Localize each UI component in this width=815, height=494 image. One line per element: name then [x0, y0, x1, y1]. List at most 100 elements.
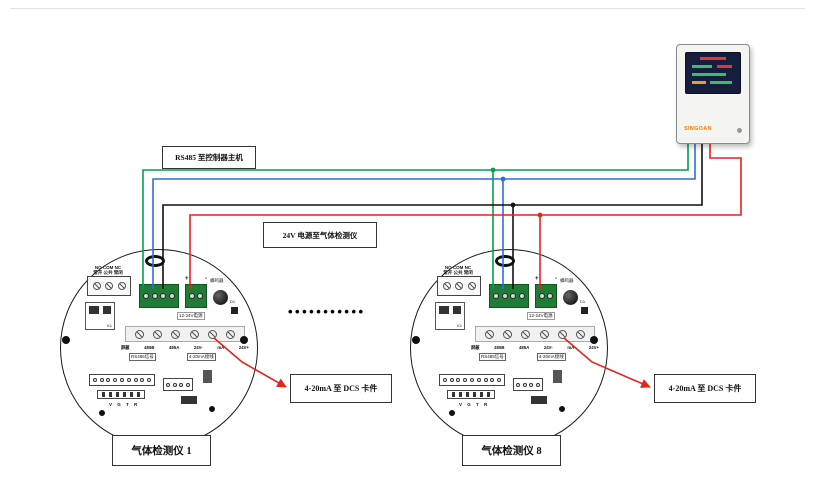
screw-terminal	[171, 329, 181, 339]
pin	[126, 378, 131, 382]
terminal-strip	[475, 326, 595, 342]
pin	[147, 378, 152, 382]
terminal-strip	[125, 326, 245, 342]
power-polarity-label: + -	[185, 276, 207, 282]
screw-terminal	[160, 293, 167, 299]
cable-entry-slot	[495, 255, 515, 267]
relay-terminal-labels: NO COM NC 常开 公共 常闭	[433, 265, 483, 275]
ic-chip	[181, 396, 197, 404]
d1-component	[581, 307, 588, 314]
terminal-label: 485A	[169, 345, 180, 350]
display-segment	[692, 65, 712, 68]
continuation-dots: •••••••••••	[288, 304, 366, 319]
screw-terminal	[519, 293, 526, 299]
pin	[172, 382, 177, 387]
pin	[140, 378, 145, 382]
gas-detector-8-board: NO COM NC 常开 公共 常闭 K1 + - 蜂鸣器 D1 12-24V电…	[410, 249, 608, 447]
screw-terminal	[538, 293, 545, 299]
ma-group-label: 4-20mA接线	[537, 353, 566, 361]
small-connector	[513, 378, 543, 391]
screw-terminal	[510, 293, 517, 299]
terminal-label: mA	[217, 345, 225, 350]
dip-component	[97, 390, 145, 399]
rs485-group-label: RS485信号	[129, 353, 156, 361]
ma-group-label: 4-20mA接线	[187, 353, 216, 361]
screw-terminal	[503, 329, 513, 339]
display-segment	[710, 81, 732, 84]
power-connector-label: 12-24V电源	[177, 312, 205, 320]
buzzer	[213, 290, 228, 305]
gas-alarm-controller: SINGOAN	[676, 44, 750, 144]
pin	[456, 378, 461, 382]
pin	[463, 378, 468, 382]
relay-terminal-block	[87, 276, 131, 296]
screw-terminal	[188, 293, 195, 299]
pin	[459, 392, 462, 397]
pin	[522, 382, 527, 387]
detector-8-caption: 气体检测仪 8	[462, 435, 561, 466]
pin-connector	[439, 374, 505, 386]
relay-terminal-labels: NO COM NC 常开 公共 常闭	[83, 265, 133, 275]
mounting-hole	[62, 336, 70, 344]
terminal-label: mA	[567, 345, 575, 350]
panel-lock	[737, 128, 742, 133]
pin	[535, 382, 540, 387]
pin	[109, 392, 112, 397]
screw-terminal	[501, 293, 508, 299]
pin	[480, 392, 483, 397]
mounting-hole	[99, 410, 105, 416]
gas-detector-1-board: NO COM NC 常开 公共 常闭 K1 + - 蜂鸣器 D1 12-24V电…	[60, 249, 258, 447]
junction-dot-red	[537, 212, 543, 218]
ic-chip	[553, 370, 562, 383]
junction-dot-black	[510, 202, 516, 208]
screw-terminal	[197, 293, 204, 299]
buzzer-label: 蜂鸣器	[560, 278, 574, 283]
relay-k1-label: K1	[457, 323, 462, 328]
terminal-labels-row: 屏蔽 485B 485A 24V- mA 24V+	[121, 345, 249, 351]
detector-1-caption: 气体检测仪 1	[112, 435, 211, 466]
pin	[473, 392, 476, 397]
relay-k1: K1	[435, 302, 465, 330]
screw-terminal	[105, 282, 113, 290]
relay-labels-en: NO COM NC	[94, 265, 122, 270]
terminal-label: 485B	[494, 345, 505, 350]
relay-k1: K1	[85, 302, 115, 330]
display-segment	[717, 65, 732, 68]
mounting-hole	[412, 336, 420, 344]
pin	[476, 378, 481, 382]
d1-component	[231, 307, 238, 314]
screw-terminal	[117, 282, 126, 290]
pin	[137, 392, 140, 397]
mounting-hole	[209, 406, 215, 412]
terminal-label: 24V-	[543, 345, 553, 350]
power-bus-label: 24V 电源至气体检测仪	[263, 222, 377, 248]
screw-terminal	[455, 282, 463, 290]
pin	[442, 378, 447, 382]
terminal-label: 24V+	[238, 345, 249, 350]
pin	[452, 392, 455, 397]
power-terminal-connector	[185, 284, 207, 308]
screw-terminal	[207, 329, 217, 339]
pin	[466, 392, 469, 397]
controller-display	[685, 52, 741, 94]
pin	[516, 382, 521, 387]
power-connector-label: 12-24V电源	[527, 312, 555, 320]
screw-terminal	[189, 329, 199, 339]
minus-sign: -	[555, 276, 557, 282]
vgtr-label: V G T R	[109, 402, 140, 407]
screw-terminal	[557, 329, 567, 339]
dcs-output-label-8: 4-20mA 至 DCS 卡件	[654, 374, 756, 403]
terminal-label: 485B	[144, 345, 155, 350]
pin	[119, 378, 124, 382]
pin	[529, 382, 534, 387]
pin	[106, 378, 111, 382]
display-segment	[692, 73, 726, 76]
screw-terminal	[142, 293, 149, 299]
pin	[123, 392, 126, 397]
pin	[99, 378, 104, 382]
pin	[130, 392, 133, 397]
buzzer	[563, 290, 578, 305]
screw-terminal	[547, 293, 554, 299]
buzzer-label: 蜂鸣器	[210, 278, 224, 283]
